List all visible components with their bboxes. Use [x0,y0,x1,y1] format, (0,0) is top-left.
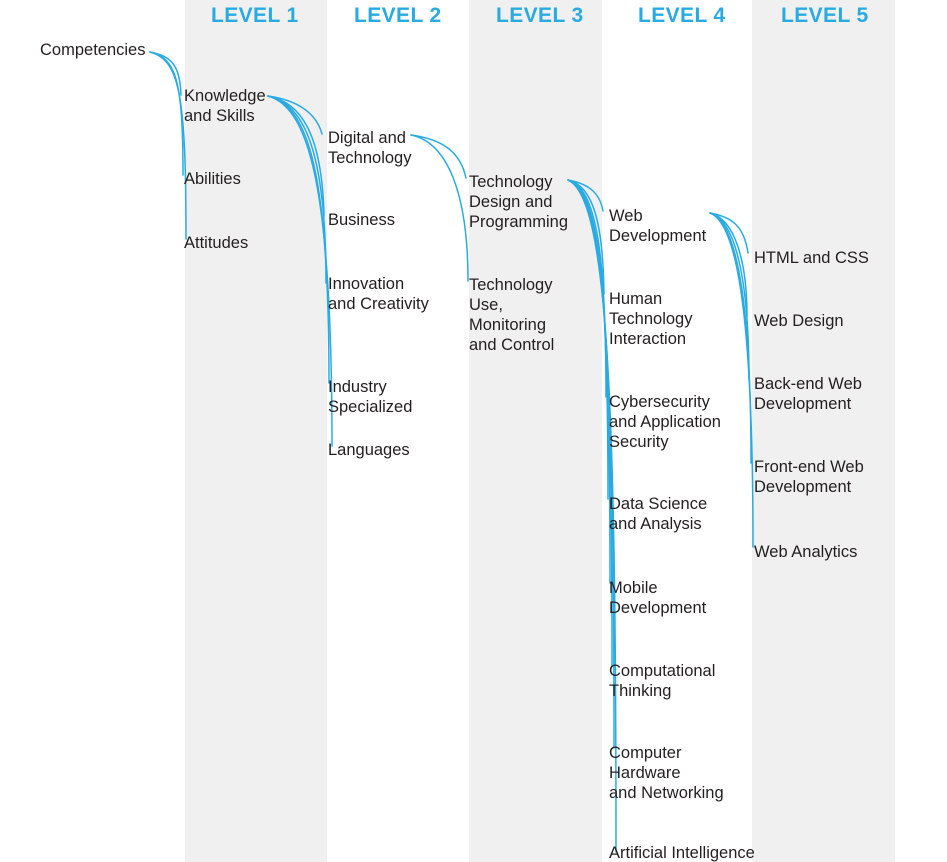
node-web-analytics: Web Analytics [754,543,858,561]
node-web-design: Web Design [754,312,844,330]
node-digital-and-technology: Digital and Technology [328,129,412,167]
level-header-5: LEVEL 5 [781,4,869,27]
node-business: Business [328,211,395,229]
node-computational-thinking: Computational Thinking [609,662,716,700]
level-band-5 [752,0,895,862]
node-attitudes: Attitudes [184,234,249,252]
level-header-4: LEVEL 4 [638,4,726,27]
node-innovation-and-creativity: Innovation and Creativity [328,275,429,313]
level-band-1 [185,0,327,862]
node-web-development: Web Development [609,207,707,245]
node-cybersecurity-and-application-security: Cybersecurity and Application Security [609,393,721,451]
node-abilities: Abilities [184,170,241,188]
node-technology-design-and-programming: Technology Design and Programming [469,173,569,231]
node-industry-specialized: Industry Specialized [328,378,413,416]
node-languages: Languages [328,441,410,459]
node-computer-hardware-and-networking: Computer Hardware and Networking [609,744,724,802]
node-competencies: Competencies [40,41,146,59]
node-artificial-intelligence: Artificial Intelligence [609,844,755,862]
level-header-3: LEVEL 3 [496,4,584,27]
node-back-end-web-development: Back-end Web Development [754,375,862,413]
node-mobile-development: Mobile Development [609,579,707,617]
node-front-end-web-development: Front-end Web Development [754,458,864,496]
level-header-1: LEVEL 1 [211,4,299,27]
level-band-3 [469,0,602,862]
node-html-and-css: HTML and CSS [754,249,869,267]
node-technology-use-monitoring-and-control: Technology Use, Monitoring and Control [469,276,555,354]
links-level4-to-level5 [709,212,754,548]
level-header-2: LEVEL 2 [354,4,442,27]
node-human-technology-interaction: Human Technology Interaction [609,290,693,348]
links-level2-to-level3 [410,134,469,282]
node-knowledge-and-skills: Knowledge and Skills [184,87,266,125]
node-data-science-and-analysis: Data Science and Analysis [609,495,708,533]
links-root-to-level1 [149,51,187,240]
